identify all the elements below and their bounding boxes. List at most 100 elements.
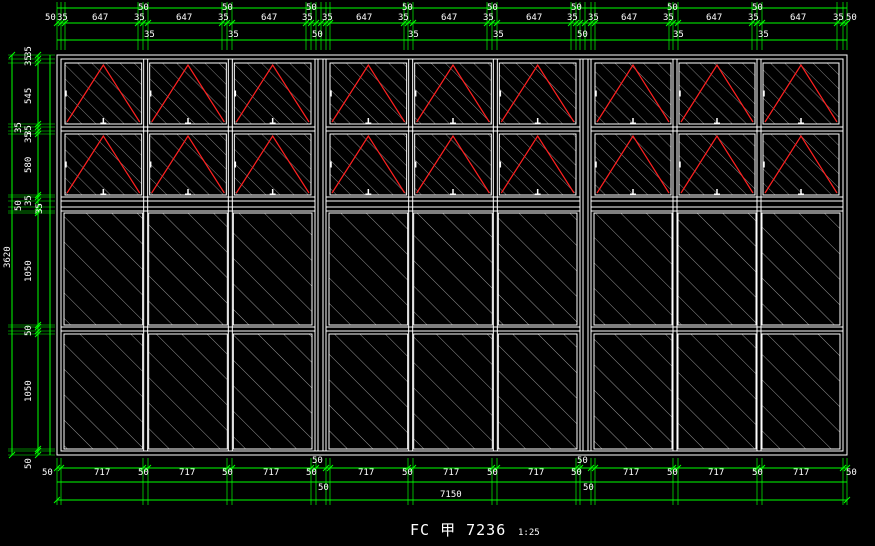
- dimension-tick: [567, 19, 575, 27]
- dim-text: 50: [306, 3, 317, 13]
- dim-text: 1050: [24, 380, 34, 402]
- dim-text: 50: [752, 3, 763, 13]
- dimension-tick: [587, 464, 595, 472]
- dimension-tick: [669, 464, 677, 472]
- dimension-tick: [139, 19, 147, 27]
- dim-text: 50: [42, 468, 53, 478]
- dimension-tick: [572, 464, 580, 472]
- casement-swing-triangle-icon: [680, 134, 754, 194]
- dim-text: 35: [398, 13, 409, 23]
- fixed-glazing-hatch-icon: [761, 212, 841, 326]
- casement-swing-triangle-icon: [235, 134, 310, 194]
- dim-text: 580: [24, 157, 34, 173]
- casement-swing-triangle-icon: [596, 134, 670, 194]
- overall-width-text: 7150: [440, 490, 462, 500]
- dim-text: 647: [356, 13, 372, 23]
- dim-text: 50: [222, 3, 233, 13]
- casement-sash: [149, 62, 227, 125]
- dimension-tick: [322, 464, 330, 472]
- dimension-tick: [34, 203, 42, 211]
- dim-text: 647: [706, 13, 722, 23]
- dim-text: 647: [621, 13, 637, 23]
- dim-text: 35: [144, 30, 155, 40]
- casement-swing-triangle-icon: [151, 63, 225, 123]
- outer-frame: [56, 54, 848, 456]
- dimension-tick: [34, 120, 42, 128]
- dim-text: 35: [24, 195, 34, 206]
- fixed-glazing-hatch-icon: [413, 333, 493, 450]
- dim-text: 647: [261, 13, 277, 23]
- dim-text: 50: [24, 458, 34, 469]
- casement-sash: [233, 133, 312, 196]
- fixed-glazing-hatch-icon: [413, 212, 493, 326]
- frame-layer: [56, 54, 848, 456]
- dim-text: 50: [487, 3, 498, 13]
- casement-swing-triangle-icon: [680, 63, 754, 123]
- dimension-tick: [223, 19, 231, 27]
- dimension-tick: [587, 19, 595, 27]
- dim-text: 35: [24, 46, 34, 57]
- dimension-tick: [144, 464, 152, 472]
- dimension-tick: [493, 464, 501, 472]
- casement-swing-triangle-icon: [235, 63, 310, 123]
- dim-text: 717: [94, 468, 110, 478]
- casement-swing-triangle-icon: [66, 63, 141, 123]
- dimension-tick: [833, 19, 841, 27]
- dimension-tick: [843, 19, 851, 27]
- dimension-tick: [753, 19, 761, 27]
- fixed-glazing-hatch-icon: [148, 333, 228, 450]
- casement-swing-triangle-icon: [500, 134, 575, 194]
- dim-text: 35: [663, 13, 674, 23]
- dimension-tick: [572, 19, 580, 27]
- dim-text: 717: [179, 468, 195, 478]
- fixed-glazing-hatch-icon: [497, 333, 578, 450]
- dim-text: 35: [302, 13, 313, 23]
- casement-sash: [414, 133, 492, 196]
- dim-text: 647: [790, 13, 806, 23]
- dimension-tick: [302, 19, 310, 27]
- dimension-tick: [483, 19, 491, 27]
- dim-text: 717: [358, 468, 374, 478]
- dimension-tick: [34, 193, 42, 201]
- dimension-tick: [57, 19, 65, 27]
- fixed-glazing-hatch-icon: [148, 212, 228, 326]
- dimension-tick: [53, 19, 61, 27]
- overall-height-text: 3620: [3, 246, 13, 268]
- dimension-tick: [843, 464, 851, 472]
- dimension-tick: [322, 19, 330, 27]
- casement-sash: [678, 62, 756, 125]
- fixed-glazing-hatch-icon: [593, 333, 673, 450]
- dim-text: 50: [318, 483, 329, 493]
- dimension-tick: [409, 19, 417, 27]
- dimension-tick: [53, 496, 61, 504]
- dim-text: 50: [24, 325, 34, 336]
- dimension-tick: [576, 19, 584, 27]
- dim-text: 50: [667, 3, 678, 13]
- dimension-tick: [488, 19, 496, 27]
- casement-sash: [594, 133, 672, 196]
- casement-sash: [64, 62, 143, 125]
- casement-sash: [678, 133, 756, 196]
- dim-text: 50: [402, 468, 413, 478]
- dimension-tick: [674, 464, 682, 472]
- fixed-glazing-hatch-icon: [677, 212, 757, 326]
- top-dimension-row-1: 50 35 647 35 647 35 647 35 35 647 35 647…: [45, 13, 857, 23]
- dim-text: 545: [24, 88, 34, 104]
- casement-sash: [414, 62, 492, 125]
- casement-sash: [329, 62, 408, 125]
- dimension-tick: [493, 19, 501, 27]
- dim-text: 50: [577, 30, 588, 40]
- dimension-tick: [34, 59, 42, 67]
- dimension-tick: [839, 464, 847, 472]
- casement-swing-triangle-icon: [596, 63, 670, 123]
- dim-text: 35: [322, 13, 333, 23]
- dimension-tick: [34, 330, 42, 338]
- dim-text: 647: [441, 13, 457, 23]
- dimension-tick: [34, 55, 42, 63]
- dim-text: 50: [138, 3, 149, 13]
- dimension-tick: [307, 19, 315, 27]
- dim-text: 647: [526, 13, 542, 23]
- fixed-glazing-hatch-icon: [232, 333, 313, 450]
- inner-frame: [60, 58, 844, 452]
